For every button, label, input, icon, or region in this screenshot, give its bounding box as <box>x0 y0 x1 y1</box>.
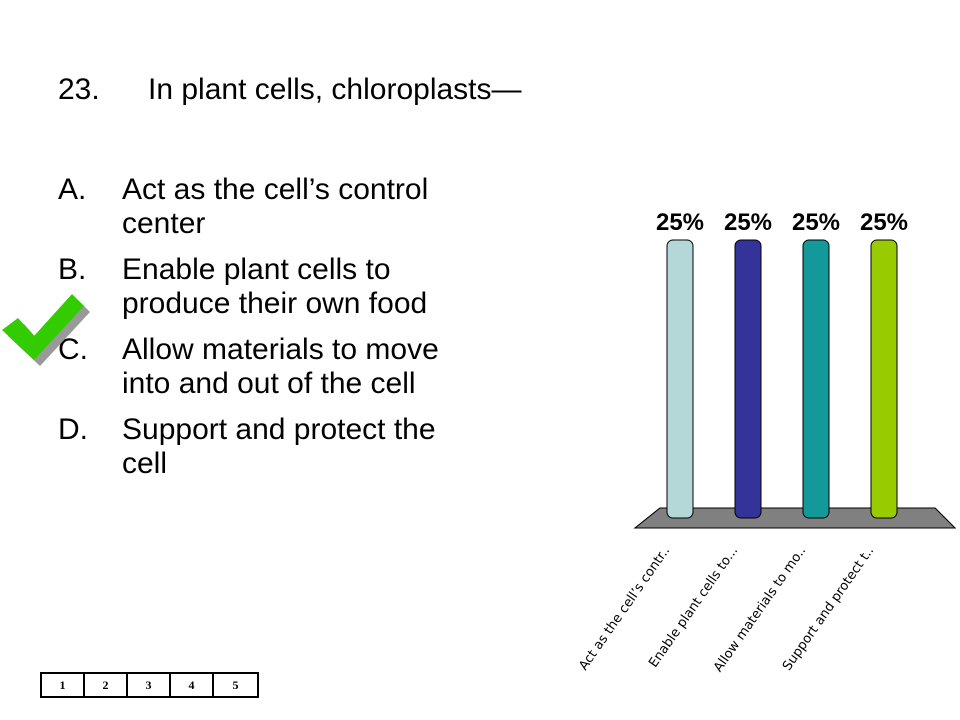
page-indicator: 1 2 3 4 5 <box>40 672 259 698</box>
page-cell[interactable]: 1 <box>42 674 85 696</box>
answer-option-a[interactable]: A. Act as the cell’s control center <box>58 173 478 241</box>
option-text: Enable plant cells to produce their own … <box>122 253 428 320</box>
page-cell[interactable]: 5 <box>232 678 239 692</box>
chart-bar <box>734 239 762 519</box>
option-text: Act as the cell’s control center <box>122 173 429 240</box>
chart-bar <box>870 239 898 519</box>
results-bar-chart: 25% 25% 25% 25% Act as the cell’s contr..En… <box>576 209 957 675</box>
question-title: 23. In plant cells, chloroplasts— <box>58 70 522 110</box>
option-letter: A. <box>58 173 87 206</box>
option-text: Support and protect the cell <box>122 413 436 480</box>
chart-value-label: 25% <box>792 209 840 236</box>
option-letter: D. <box>58 413 88 446</box>
page-cell[interactable]: 3 <box>128 674 171 696</box>
page-cell[interactable]: 4 <box>171 674 214 696</box>
option-letter: B. <box>58 253 87 286</box>
question-text: In plant cells, chloroplasts— <box>148 73 522 106</box>
page-cell[interactable]: 2 <box>85 674 128 696</box>
answer-option-c[interactable]: C. Allow materials to move into and out … <box>58 333 478 401</box>
option-text: Allow materials to move into and out of … <box>122 333 439 400</box>
chart-bar <box>666 239 694 519</box>
answer-option-d[interactable]: D. Support and protect the cell <box>58 413 478 481</box>
checkmark-fill <box>2 294 84 360</box>
checkmark-icon <box>2 294 90 366</box>
chart-value-label: 25% <box>656 209 704 236</box>
chart-value-label: 25% <box>724 209 772 236</box>
answer-options: A. Act as the cell’s control center B. E… <box>58 173 478 493</box>
chart-value-label: 25% <box>860 209 908 236</box>
answer-option-b[interactable]: B. Enable plant cells to produce their o… <box>58 253 478 321</box>
chart-bar <box>802 239 830 519</box>
chart-bars <box>666 239 898 519</box>
chart-value-labels: 25% 25% 25% 25% <box>656 209 908 236</box>
question-number: 23. <box>58 73 100 106</box>
chart-category-labels: Act as the cell’s contr..Enable plant ce… <box>576 544 877 675</box>
